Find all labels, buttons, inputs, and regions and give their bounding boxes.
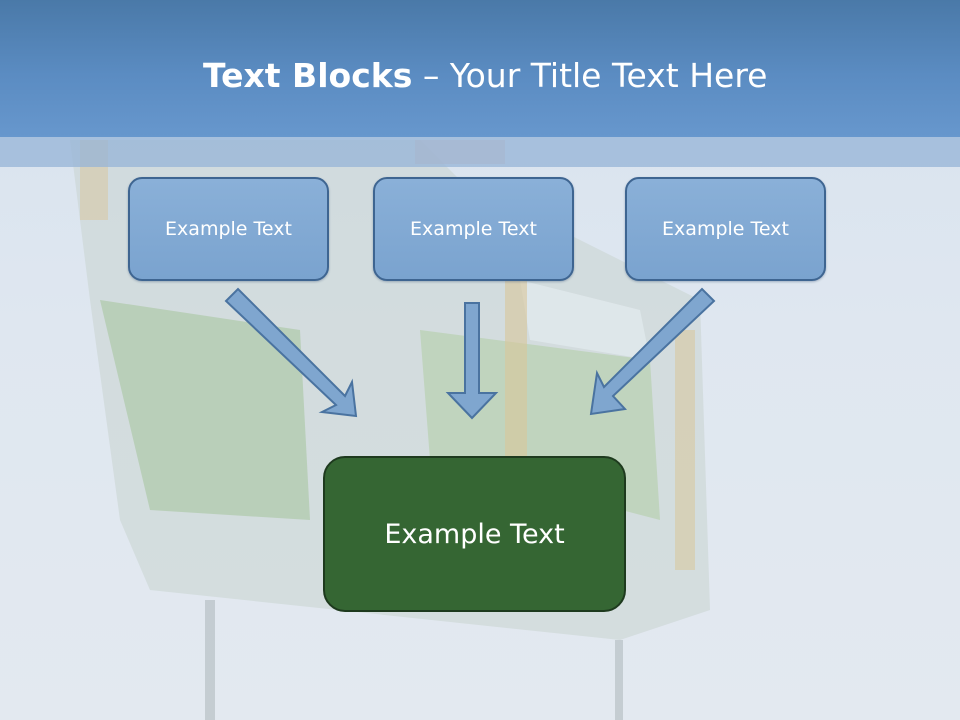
title-bar — [0, 0, 960, 137]
text-block-center-label: Example Text — [410, 218, 537, 240]
header-strip — [0, 137, 960, 167]
text-block-right[interactable]: Example Text — [625, 177, 826, 281]
text-block-right-label: Example Text — [662, 218, 789, 240]
arrow-right-icon — [589, 287, 716, 416]
slide-title: Text Blocks – Your Title Text Here — [203, 52, 767, 100]
title-bold: Text Blocks — [203, 56, 413, 95]
arrow-down-icon — [445, 302, 499, 420]
text-block-left-label: Example Text — [165, 218, 292, 240]
text-block-center[interactable]: Example Text — [373, 177, 574, 281]
arrow-left-icon — [224, 287, 358, 418]
text-block-left[interactable]: Example Text — [128, 177, 329, 281]
title-rest: – Your Title Text Here — [412, 56, 768, 95]
main-text-block-label: Example Text — [384, 518, 565, 550]
main-text-block[interactable]: Example Text — [323, 456, 626, 612]
